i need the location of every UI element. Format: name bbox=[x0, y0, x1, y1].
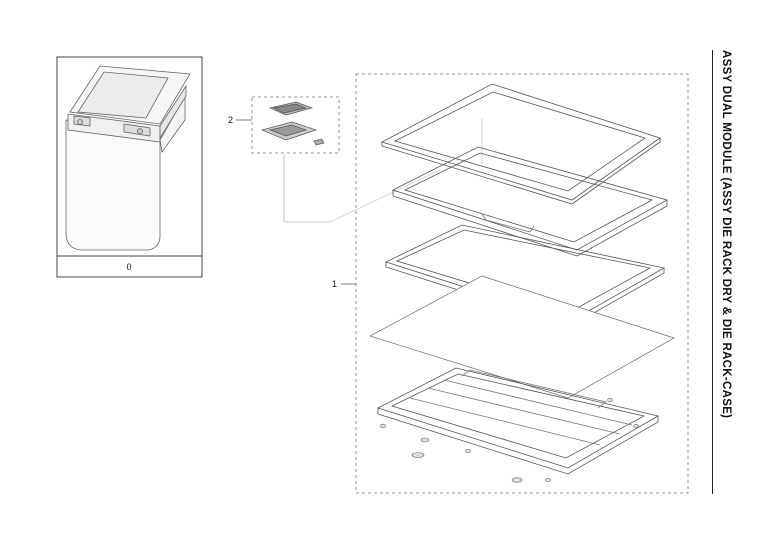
gasket-frame bbox=[380, 83, 661, 205]
diagram-title: ASSY DUAL MODULE (ASSY DIE RACK DRY & DI… bbox=[712, 50, 734, 494]
overview-panel: 0 bbox=[56, 56, 203, 278]
rack-case-frame bbox=[391, 146, 669, 257]
film-sheet bbox=[369, 275, 675, 399]
bottom-rack bbox=[376, 367, 660, 475]
part-2-group: 2 bbox=[228, 96, 340, 223]
fasteners bbox=[379, 398, 639, 483]
overview-index-label: 0 bbox=[126, 262, 131, 272]
filter-parts bbox=[260, 101, 325, 146]
part-1-group: 1 bbox=[329, 73, 689, 494]
washer-illustration bbox=[65, 65, 191, 251]
part-2-label: 2 bbox=[228, 115, 233, 125]
part-1-label: 1 bbox=[332, 279, 337, 289]
